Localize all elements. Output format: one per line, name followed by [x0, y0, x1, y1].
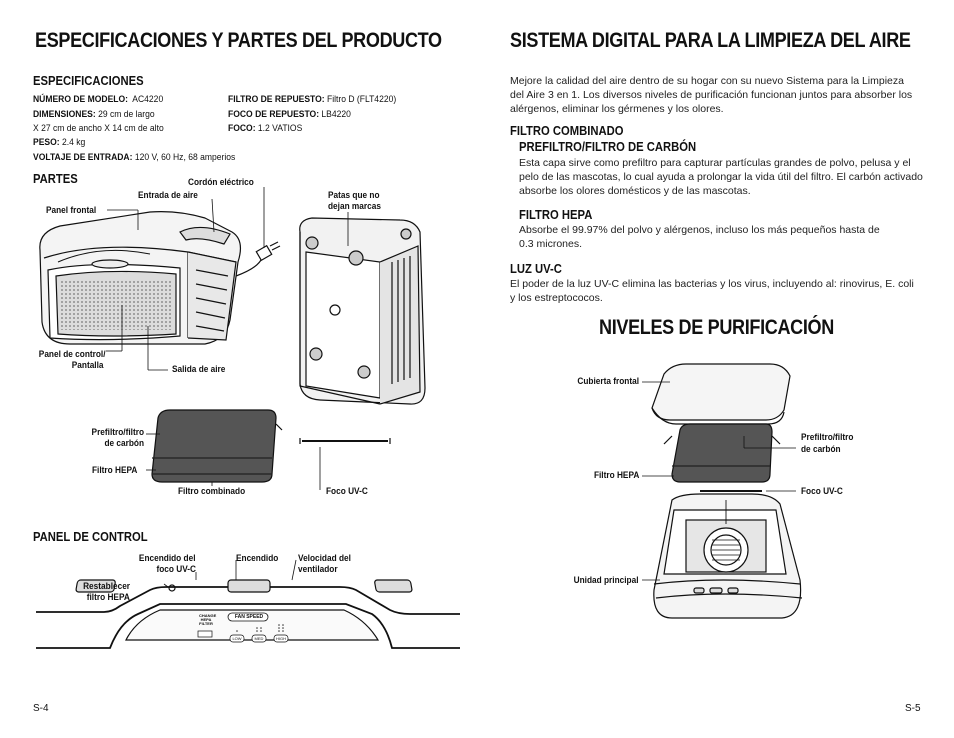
callout-feet-1: Patas que no: [328, 190, 380, 200]
callout-uvc-bulb: Foco UV-C: [326, 486, 368, 496]
change-label-3: FILTER: [199, 621, 213, 626]
med-button[interactable]: MED: [254, 636, 264, 641]
callout-control-panel-1: Panel de control/: [39, 349, 106, 359]
page-number-left: S-4: [33, 703, 49, 714]
parts-heading: PARTES: [33, 172, 78, 186]
callout-prefilter-2: de carbón: [104, 438, 144, 448]
purification-levels-title: NIVELES DE PURIFICACIÓN: [599, 316, 834, 339]
control-panel-heading: PANEL DE CONTROL: [33, 530, 148, 544]
intro-line-3: alérgenos, eliminar los gérmenes y los o…: [510, 103, 724, 115]
spec-dimensions-cont: X 27 cm de ancho X 14 cm de alto: [33, 123, 164, 134]
front-grille-pattern: [60, 280, 172, 330]
callout-power-cord: Cordón eléctrico: [188, 177, 254, 187]
callout-right-prefilter-1: Prefiltro/filtro: [801, 432, 854, 442]
callout-fan-1: Velocidad del: [298, 553, 351, 563]
prefilter-line-2: pelo de las mascotas, lo cual ayuda a pr…: [519, 171, 923, 183]
callout-combined-filter: Filtro combinado: [178, 486, 246, 496]
hepa-line-1: Absorbe el 99.97% del polvo y alérgenos,…: [519, 224, 880, 236]
callout-air-inlet: Entrada de aire: [138, 190, 198, 200]
spec-weight: PESO: 2.4 kg: [33, 136, 85, 149]
high-button[interactable]: HIGH: [276, 636, 286, 641]
combined-filter-illustration: [151, 409, 283, 483]
callout-uvc-on-2: foco UV-C: [156, 564, 196, 574]
uvc-line-1: El poder de la luz UV-C elimina las bact…: [510, 278, 914, 290]
fan-speed-label: FAN SPEED: [234, 614, 264, 620]
callout-uvc-on-1: Encendido del: [139, 553, 196, 563]
left-callout-lines: [106, 187, 349, 490]
callout-reset-2: filtro HEPA: [86, 592, 130, 602]
spec-dimensions-label: DIMENSIONES:: [33, 109, 96, 120]
callout-front-panel: Panel frontal: [46, 205, 97, 215]
hepa-paragraph: Absorbe el 99.97% del polvo y alérgenos,…: [519, 223, 880, 251]
spec-weight-label: PESO:: [33, 137, 60, 148]
air-purifier-back-illustration: [299, 217, 426, 405]
change-label-1: CHANGE: [199, 613, 217, 618]
spec-bulb: FOCO DE REPUESTO: LB4220: [228, 108, 351, 121]
callout-right-uvc: Foco UV-C: [801, 486, 843, 496]
hepa-line-2: 0.3 micrones.: [519, 238, 583, 250]
callout-front-cover: Cubierta frontal: [577, 376, 639, 386]
left-page-title: ESPECIFICACIONES Y PARTES DEL PRODUCTO: [35, 29, 442, 52]
low-button[interactable]: LOW: [232, 636, 242, 641]
callout-fan-2: ventilador: [298, 564, 338, 574]
spec-filter-value: Filtro D (FLT4220): [326, 94, 397, 105]
spec-model: NÚMERO DE MODELO: AC4220: [33, 93, 163, 106]
callout-air-outlet: Salida de aire: [172, 364, 226, 374]
prefilter-line-3: absorbe los olores domésticos y de las m…: [519, 185, 751, 197]
change-filter-indicator: CHANGE HEPA FILTER: [199, 613, 217, 626]
spec-model-label: NÚMERO DE MODELO:: [33, 94, 129, 105]
uvc-line-2: y los estreptococos.: [510, 292, 603, 304]
uvc-paragraph: El poder de la luz UV-C elimina las bact…: [510, 277, 914, 305]
prefilter-heading: PREFILTRO/FILTRO DE CARBÓN: [519, 140, 697, 154]
spec-voltage: VOLTAJE DE ENTRADA: 120 V, 60 Hz, 68 amp…: [33, 151, 235, 164]
spec-bulb-label: FOCO DE REPUESTO:: [228, 109, 320, 120]
spec-focus-label: FOCO:: [228, 123, 256, 134]
spec-focus: FOCO: 1.2 VATIOS: [228, 122, 302, 135]
page-number-right: S-5: [905, 703, 921, 714]
prefilter-paragraph: Esta capa sirve como prefiltro para capt…: [519, 156, 923, 198]
spec-voltage-value: 120 V, 60 Hz, 68 amperios: [134, 152, 236, 163]
hepa-heading: FILTRO HEPA: [519, 208, 593, 222]
callout-power: Encendido: [236, 553, 279, 563]
uvc-heading: LUZ UV-C: [510, 262, 562, 276]
callout-control-panel-2: Pantalla: [72, 360, 104, 370]
callout-feet-2: dejan marcas: [328, 201, 381, 211]
callout-prefilter-1: Prefiltro/filtro: [91, 427, 144, 437]
intro-line-1: Mejore la calidad del aire dentro de su …: [510, 75, 904, 87]
uvc-bulb-illustration: [299, 438, 391, 444]
spec-filter: FILTRO DE REPUESTO: Filtro D (FLT4220): [228, 93, 396, 106]
spec-dimensions-value: 29 cm de largo: [98, 109, 155, 120]
right-page-title: SISTEMA DIGITAL PARA LA LIMPIEZA DEL AIR…: [510, 29, 911, 52]
callout-right-hepa: Filtro HEPA: [593, 470, 639, 480]
spec-bulb-value: LB4220: [321, 109, 351, 120]
spec-dimensions: DIMENSIONES: 29 cm de largo: [33, 108, 155, 121]
spec-filter-label: FILTRO DE REPUESTO:: [228, 94, 325, 105]
prefilter-line-1: Esta capa sirve como prefiltro para capt…: [519, 157, 911, 169]
callout-main-unit: Unidad principal: [574, 575, 639, 585]
spec-voltage-label: VOLTAJE DE ENTRADA:: [33, 152, 133, 163]
callout-reset-1: Restablecer: [83, 581, 130, 591]
spec-weight-value: 2.4 kg: [61, 137, 86, 148]
intro-paragraph: Mejore la calidad del aire dentro de su …: [510, 74, 912, 116]
spec-focus-value: 1.2 VATIOS: [257, 123, 303, 134]
spec-model-value: AC4220: [132, 94, 164, 105]
callout-hepa-filter: Filtro HEPA: [92, 465, 138, 475]
combined-filter-heading: FILTRO COMBINADO: [510, 124, 624, 138]
intro-line-2: del Aire 3 en 1. Los diversos niveles de…: [510, 89, 913, 101]
change-label-2: HEPA: [200, 617, 212, 622]
callout-right-prefilter-2: de carbón: [801, 444, 841, 454]
specs-heading: ESPECIFICACIONES: [33, 74, 144, 88]
